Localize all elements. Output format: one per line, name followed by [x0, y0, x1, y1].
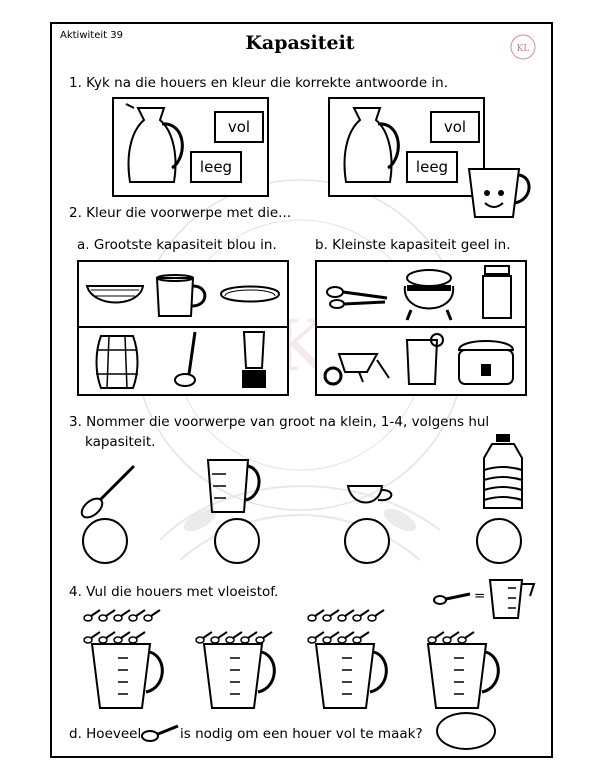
page-frame	[50, 22, 553, 758]
logo-icon: KL	[510, 34, 536, 60]
q2-a-label: a. Grootste kapasiteit blou in.	[77, 237, 277, 253]
jug-icon	[343, 107, 400, 183]
q1-box-right: vol leeg	[328, 97, 485, 197]
rice-cooker-icon[interactable]	[451, 336, 521, 390]
barrel-icon[interactable]	[93, 332, 143, 392]
spoon-icon	[80, 464, 136, 519]
small-spoon-icon	[83, 631, 101, 644]
q2-a-panel	[77, 260, 289, 396]
small-spoon-icon	[113, 609, 131, 622]
measuring-cup-icon[interactable]	[312, 638, 392, 712]
glass-icon[interactable]	[403, 332, 447, 388]
small-spoon-icon	[352, 609, 370, 622]
q1-instruction: 1. Kyk na die houers en kleur die korrek…	[69, 75, 449, 91]
small-spoon-icon	[83, 609, 101, 622]
cauldron-icon[interactable]	[395, 266, 465, 322]
qd-question-start: d. Hoeveel	[69, 726, 142, 742]
measuring-cup-icon[interactable]	[88, 638, 168, 712]
small-spoon-icon	[98, 609, 116, 622]
teacup-icon	[346, 485, 393, 504]
q2-b-label: b. Kleinste kapasiteit geel in.	[315, 237, 511, 253]
small-spoon-icon	[307, 609, 325, 622]
equals-sign: =	[474, 588, 486, 604]
small-spoon-icon	[337, 609, 355, 622]
q2-instruction: 2. Kleur die voorwerpe met die...	[69, 205, 292, 221]
svg-text:KL: KL	[517, 44, 530, 54]
rank-circle-1[interactable]	[82, 518, 128, 564]
bowl-icon[interactable]	[85, 276, 145, 316]
small-spoon-icon	[367, 609, 385, 622]
blender-icon[interactable]	[234, 328, 274, 392]
measuring-cup-icon	[488, 579, 536, 619]
answer-oval[interactable]	[436, 712, 496, 750]
spoon-icon	[433, 592, 471, 605]
q4-instruction: 4. Vul die houers met vloeistof.	[69, 584, 279, 600]
ladle-icon[interactable]	[169, 330, 209, 390]
empty-label-box[interactable]: leeg	[190, 151, 242, 183]
measuring-cup-icon	[467, 168, 531, 218]
mug-icon[interactable]	[153, 272, 213, 320]
qd-question-end: is nodig om een houer vol te maak?	[180, 726, 423, 742]
water-bottle-icon	[483, 434, 523, 509]
q3-instruction-line1: 3. Nommer die voorwerpe van groot na kle…	[69, 414, 490, 430]
small-spoon-icon	[128, 609, 146, 622]
empty-label-box[interactable]: leeg	[406, 151, 458, 183]
jug-icon	[125, 103, 184, 183]
small-spoon-icon	[195, 631, 213, 644]
measuring-cup-icon	[206, 459, 261, 513]
page-title: Kapasiteit	[245, 32, 355, 54]
full-label-box[interactable]: vol	[430, 111, 480, 143]
jar-icon[interactable]	[477, 264, 517, 322]
rank-circle-3[interactable]	[344, 518, 390, 564]
measuring-cup-icon[interactable]	[200, 638, 280, 712]
rank-circle-2[interactable]	[214, 518, 260, 564]
small-spoon-icon	[143, 609, 161, 622]
full-label-box[interactable]: vol	[214, 111, 264, 143]
small-spoon-icon	[322, 609, 340, 622]
small-spoon-icon	[307, 631, 325, 644]
tray-icon[interactable]	[217, 278, 287, 318]
wheelbarrow-icon[interactable]	[319, 344, 391, 388]
spoon-icon	[141, 724, 179, 742]
spoon-groups	[83, 609, 475, 644]
rank-circle-4[interactable]	[476, 518, 522, 564]
measuring-cup-icon[interactable]	[424, 638, 504, 712]
activity-number: Aktiwiteit 39	[60, 30, 123, 41]
q3-instruction-line2: kapasiteit.	[85, 434, 156, 450]
q2-b-panel	[315, 260, 527, 396]
measuring-spoons-icon[interactable]	[323, 276, 391, 316]
q1-box-left: vol leeg	[112, 97, 269, 197]
